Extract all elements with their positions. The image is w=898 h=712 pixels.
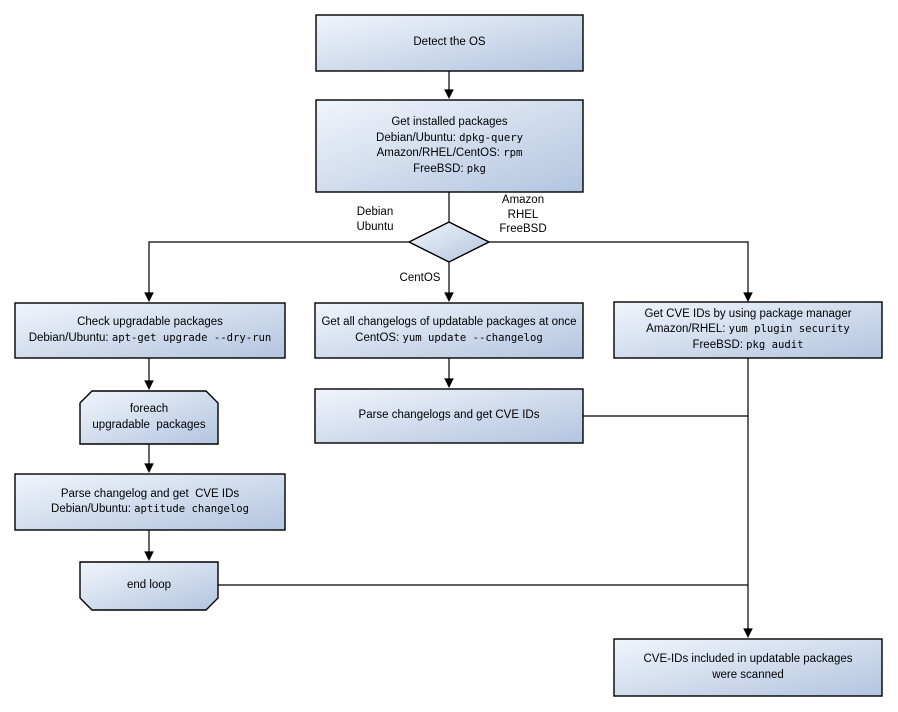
get-cve-pkgmgr-shape bbox=[613, 301, 883, 359]
edge-decision-to-debian bbox=[144, 241, 409, 302]
node-shapes bbox=[14, 14, 883, 697]
foreach-loop-shape bbox=[79, 390, 219, 445]
edge-decision-to-amazon bbox=[489, 241, 753, 302]
get-changelogs-centos-shape bbox=[314, 302, 584, 359]
connector-lines bbox=[144, 71, 753, 638]
end-loop-shape bbox=[79, 561, 219, 611]
parse-changelogs-centos-shape bbox=[314, 388, 584, 444]
result-shape bbox=[613, 638, 883, 697]
get-installed-shape bbox=[315, 99, 584, 193]
parse-changelog-deb-shape bbox=[14, 473, 286, 531]
check-upgradable-shape bbox=[14, 302, 286, 359]
detect-os-shape bbox=[315, 14, 584, 72]
os-decision-diamond-shape bbox=[407, 221, 491, 263]
